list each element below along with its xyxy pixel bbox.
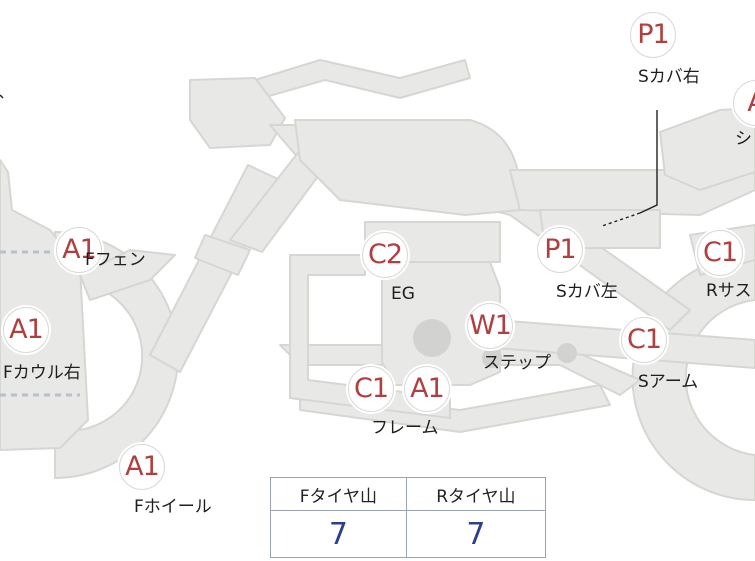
rear-tire-value: 7 <box>405 510 547 558</box>
handlebar <box>254 59 471 99</box>
part-code-badge: A1 <box>119 444 165 490</box>
leader-line <box>639 110 658 214</box>
front-tire-header: Fタイヤ山 <box>270 477 407 511</box>
part-label: Sカバ右 <box>638 67 700 87</box>
front-wheel <box>54 231 179 479</box>
part-label: Sアーム <box>638 372 699 392</box>
fuel-tank <box>294 119 522 216</box>
rear-tire-header: Rタイヤ山 <box>405 477 547 511</box>
part-code-badge: P1 <box>630 12 676 58</box>
front-fork <box>149 164 281 373</box>
part-label: Fホイール <box>134 497 212 517</box>
part-label: Rサス <box>706 281 752 301</box>
part-code-badge: C1 <box>348 366 394 412</box>
part-code-badge: A1 <box>3 307 49 353</box>
footpeg <box>482 348 502 368</box>
footpeg-rear <box>557 343 577 363</box>
engine-cover <box>413 319 451 357</box>
rear-cowl <box>659 107 755 191</box>
tire-tread-table: Fタイヤ山 Rタイヤ山 7 7 <box>270 477 547 558</box>
part-label: Sカバ左 <box>556 282 618 302</box>
part-label: Fカウル右 <box>3 363 81 383</box>
part-code-badge: P1 <box>537 227 583 273</box>
part-code-badge: C2 <box>362 232 408 278</box>
part-label: シ <box>735 129 752 149</box>
part-label: ステップ <box>483 353 551 373</box>
part-code-badge: A1 <box>404 366 450 412</box>
headlight <box>189 77 286 149</box>
part-label: Fフェン <box>85 250 146 270</box>
part-code-badge: A1 <box>56 227 102 273</box>
part-label: フレーム <box>371 418 439 438</box>
part-code-badge: W1 <box>467 303 513 349</box>
front-tire-value: 7 <box>270 510 407 558</box>
part-code-badge: C1 <box>621 317 667 363</box>
front-fender <box>79 249 176 301</box>
front-cowl <box>0 159 89 451</box>
part-label: EG <box>391 284 415 304</box>
part-code-badge: C1 <box>697 230 743 276</box>
